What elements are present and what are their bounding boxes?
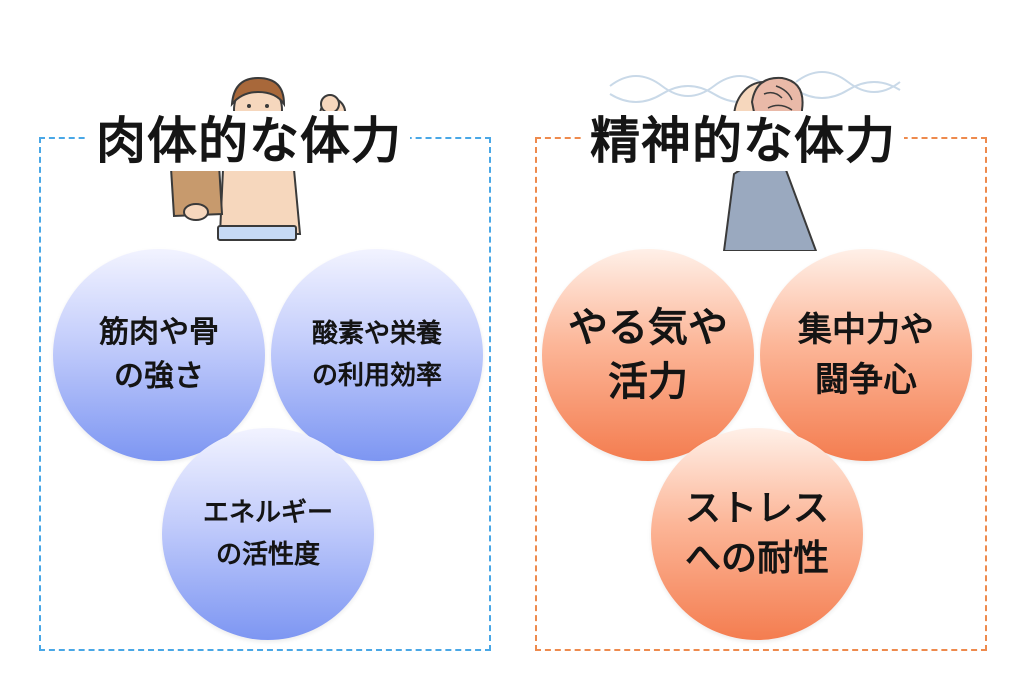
mental-item-3: ストレス への耐性 (651, 428, 863, 640)
physical-item-2: 酸素や栄養 の利用効率 (271, 249, 483, 461)
physical-item-1: 筋肉や骨 の強さ (53, 249, 265, 461)
physical-item-2-label: 酸素や栄養 の利用効率 (311, 319, 442, 391)
mental-item-1: やる気や 活力 (542, 249, 754, 461)
mental-item-1-label: やる気や 活力 (568, 305, 728, 405)
mental-item-3-label: ストレス への耐性 (684, 488, 829, 579)
physical-item-3-label: エネルギー の活性度 (202, 498, 333, 570)
physical-title: 肉体的な体力 (88, 111, 410, 171)
physical-item-3: エネルギー の活性度 (162, 428, 374, 640)
physical-item-1-label: 筋肉や骨 の強さ (99, 315, 219, 394)
mental-item-2: 集中力や 闘争心 (760, 249, 972, 461)
mental-title: 精神的な体力 (582, 111, 904, 171)
mental-item-2-label: 集中力や 闘争心 (798, 310, 934, 400)
